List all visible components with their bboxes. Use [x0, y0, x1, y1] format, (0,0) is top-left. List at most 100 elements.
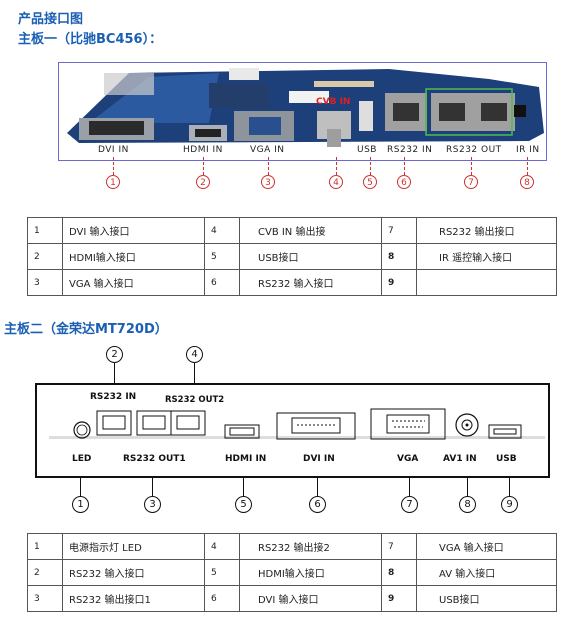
board1-marker-2: 2 [196, 175, 210, 189]
board2-marker-8: 8 [459, 496, 476, 513]
table-cell: DVI 输入接口 [62, 217, 205, 244]
table-cell-number: 6 [204, 585, 240, 612]
board1-marker-1: 1 [106, 175, 120, 189]
table-cell: HDMI输入接口 [62, 243, 205, 270]
table-cell: RS232 输出接口1 [62, 585, 205, 612]
board1-label-rs232-out: RS232 OUT [446, 145, 502, 155]
board2-leader-line [152, 478, 153, 496]
board1-title: 主板一（比驰BC456）： [18, 32, 163, 47]
table-cell-number: 5 [204, 243, 240, 270]
table-cell-number: 3 [27, 585, 63, 612]
board1-leader-line [268, 157, 269, 175]
board1-label-dvi-in: DVI IN [98, 145, 129, 155]
table-cell-number: 8 [381, 243, 417, 270]
board2-leader-line [467, 478, 468, 496]
board1-photo [67, 68, 544, 147]
table-cell: RS232 输入接口 [62, 559, 205, 586]
board2-leader-line [114, 363, 115, 393]
board2-marker-5: 5 [235, 496, 252, 513]
board2-marker-9: 9 [501, 496, 518, 513]
board2-label-rs232-in: RS232 IN [90, 392, 137, 402]
board1-label-vga-in: VGA IN [250, 145, 285, 155]
table-cell-number: 7 [381, 533, 417, 560]
board2-marker-1: 1 [72, 496, 89, 513]
board2-label-led: LED [72, 454, 92, 464]
board2-marker-7: 7 [401, 496, 418, 513]
table-cell-number: 8 [381, 559, 417, 586]
board1-label-hdmi-in: HDMI IN [183, 145, 223, 155]
table-row: 1 电源指示灯 LED 4 RS232 输出接2 7 VGA 输入接口 [27, 533, 557, 560]
table-cell [416, 269, 557, 296]
table-cell-number: 7 [381, 217, 417, 244]
table-row: 2 HDMI输入接口 5 USB接口 8 IR 遥控输入接口 [27, 243, 557, 270]
board1-photo-frame [58, 62, 547, 161]
board2-interface-table: 1 电源指示灯 LED 4 RS232 输出接2 7 VGA 输入接口 2 RS… [27, 533, 557, 612]
board2-label-hdmi-in: HDMI IN [225, 454, 267, 464]
board2-label-rs232-out1: RS232 OUT1 [123, 454, 186, 464]
table-row: 2 RS232 输入接口 5 HDMI输入接口 8 AV 输入接口 [27, 559, 557, 586]
table-cell: RS232 输入接口 [239, 269, 382, 296]
board2-label-usb: USB [496, 454, 517, 464]
board2-marker-4: 4 [186, 346, 203, 363]
table-cell-number: 5 [204, 559, 240, 586]
board1-leader-line [370, 157, 371, 175]
table-cell-number: 9 [381, 269, 417, 296]
board2-title: 主板二（金荣达MT720D） [4, 322, 168, 337]
table-cell-number: 2 [27, 559, 63, 586]
board1-label-ir-in: IR IN [516, 145, 540, 155]
board2-leader-line [409, 478, 410, 496]
board1-marker-6: 6 [397, 175, 411, 189]
board2-leader-line [243, 478, 244, 496]
board2-label-dvi-in: DVI IN [303, 454, 335, 464]
board1-marker-3: 3 [261, 175, 275, 189]
table-row: 1 DVI 输入接口 4 CVB IN 输出接 7 RS232 输出接口 [27, 217, 557, 244]
table-cell: USB接口 [416, 585, 557, 612]
board1-interface-table: 1 DVI 输入接口 4 CVB IN 输出接 7 RS232 输出接口 2 H… [27, 217, 557, 296]
board2-leader-line [194, 363, 195, 396]
board2-leader-line [317, 478, 318, 496]
table-cell: IR 遥控输入接口 [416, 243, 557, 270]
board1-leader-line [527, 157, 528, 175]
table-cell-number: 6 [204, 269, 240, 296]
table-row: 3 RS232 输出接口1 6 DVI 输入接口 9 USB接口 [27, 585, 557, 612]
board2-connector-drawing [49, 408, 545, 440]
table-cell: RS232 输出接2 [239, 533, 382, 560]
board1-leader-line [471, 157, 472, 175]
table-cell: HDMI输入接口 [239, 559, 382, 586]
table-cell: 电源指示灯 LED [62, 533, 205, 560]
board1-marker-4: 4 [329, 175, 343, 189]
table-cell-number: 3 [27, 269, 63, 296]
table-cell: USB接口 [239, 243, 382, 270]
table-cell: VGA 输入接口 [62, 269, 205, 296]
table-row: 3 VGA 输入接口 6 RS232 输入接口 9 [27, 269, 557, 296]
table-cell: RS232 输出接口 [416, 217, 557, 244]
table-cell: CVB IN 输出接 [239, 217, 382, 244]
board2-marker-2: 2 [106, 346, 123, 363]
table-cell-number: 1 [27, 217, 63, 244]
table-cell: VGA 输入接口 [416, 533, 557, 560]
board1-marker-8: 8 [520, 175, 534, 189]
table-cell-number: 1 [27, 533, 63, 560]
board2-label-vga: VGA [397, 454, 419, 464]
board1-marker-7: 7 [464, 175, 478, 189]
board1-leader-line [203, 157, 204, 175]
board1-leader-line [404, 157, 405, 175]
board2-label-av1-in: AV1 IN [443, 454, 477, 464]
table-cell-number: 9 [381, 585, 417, 612]
board2-marker-6: 6 [309, 496, 326, 513]
board2-leader-line [80, 478, 81, 496]
table-cell-number: 4 [204, 217, 240, 244]
board1-leader-line [336, 157, 337, 175]
board1-label-rs232-in: RS232 IN [387, 145, 433, 155]
cvb-in-overlay-label: CVB IN [316, 97, 351, 107]
page-heading: 产品接口图 [18, 12, 84, 27]
board1-marker-5: 5 [363, 175, 377, 189]
board2-label-rs232-out2: RS232 OUT2 [165, 395, 225, 405]
table-cell: DVI 输入接口 [239, 585, 382, 612]
board2-marker-3: 3 [144, 496, 161, 513]
table-cell-number: 4 [204, 533, 240, 560]
board1-leader-line [113, 157, 114, 175]
table-cell-number: 2 [27, 243, 63, 270]
board1-label-usb: USB [357, 145, 377, 155]
board2-leader-line [509, 478, 510, 496]
